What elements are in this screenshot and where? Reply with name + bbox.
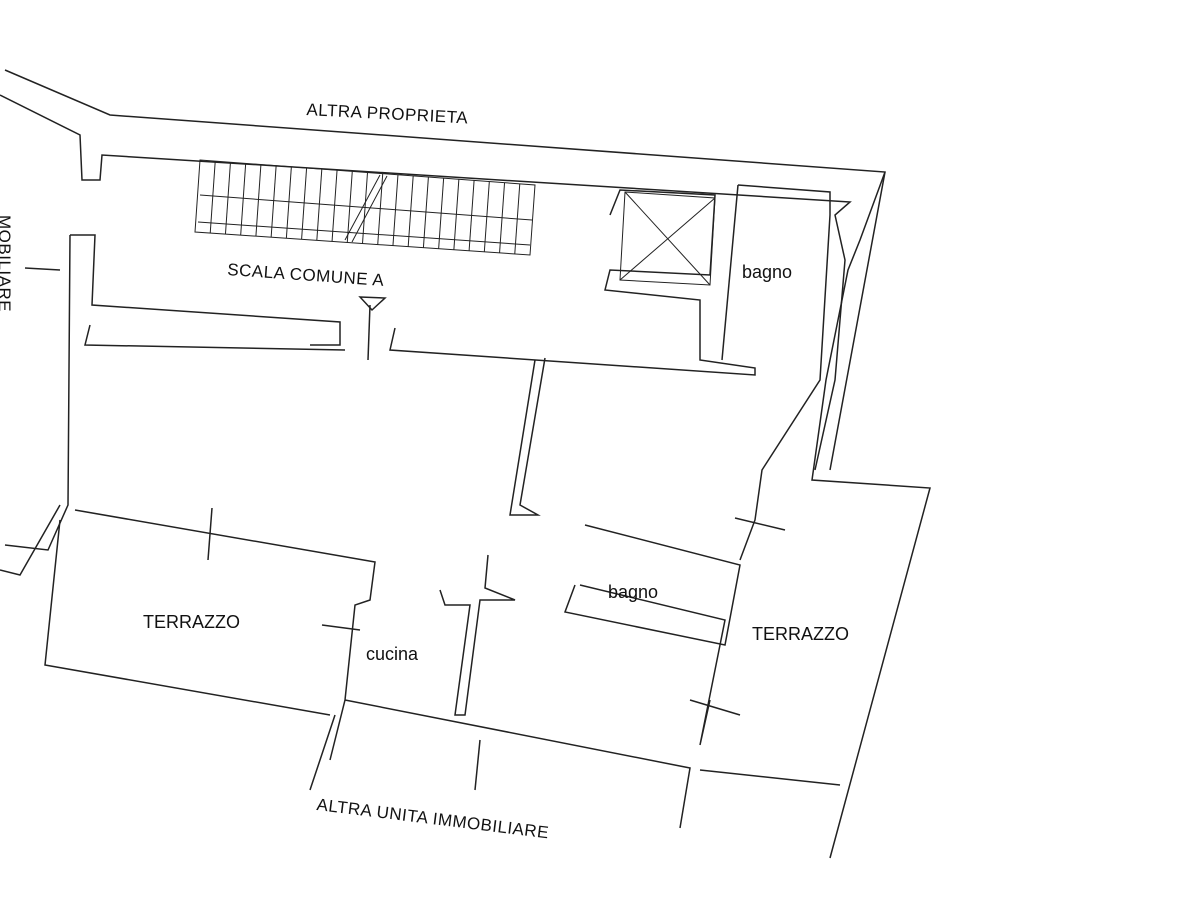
stair-tread — [422, 177, 429, 248]
stair-tread — [468, 180, 475, 251]
stair-tread — [438, 178, 445, 249]
stair-tread — [499, 182, 506, 253]
stair-tread — [346, 171, 353, 243]
stair-tread — [316, 169, 323, 241]
stair-tread — [285, 166, 292, 239]
stair-tread — [514, 183, 521, 254]
staircase — [194, 159, 536, 256]
label-bagno-top: bagno — [742, 262, 793, 282]
stair-tread — [209, 161, 216, 234]
elevator-shaft — [619, 191, 716, 286]
label-cucina: cucina — [366, 644, 419, 664]
stair-tread — [453, 179, 460, 250]
stair-tread — [331, 170, 338, 242]
stair-tread — [240, 163, 247, 236]
label-left-edge: MOBILIARE — [0, 215, 14, 313]
stair-tread — [392, 174, 399, 246]
outer-walls — [0, 69, 931, 859]
stair-tread — [270, 165, 277, 238]
stair-tread — [407, 175, 414, 247]
stair-tread — [301, 167, 308, 240]
stair-tread — [255, 164, 262, 237]
label-bagno-mid: bagno — [608, 582, 659, 602]
interior-walls — [24, 184, 831, 791]
stair-tread — [362, 172, 368, 244]
stair-tread — [483, 181, 490, 252]
stair-tread — [224, 162, 231, 235]
label-terrazzo-right: TERRAZZO — [752, 624, 849, 644]
label-terrazzo-left: TERRAZZO — [143, 612, 240, 632]
